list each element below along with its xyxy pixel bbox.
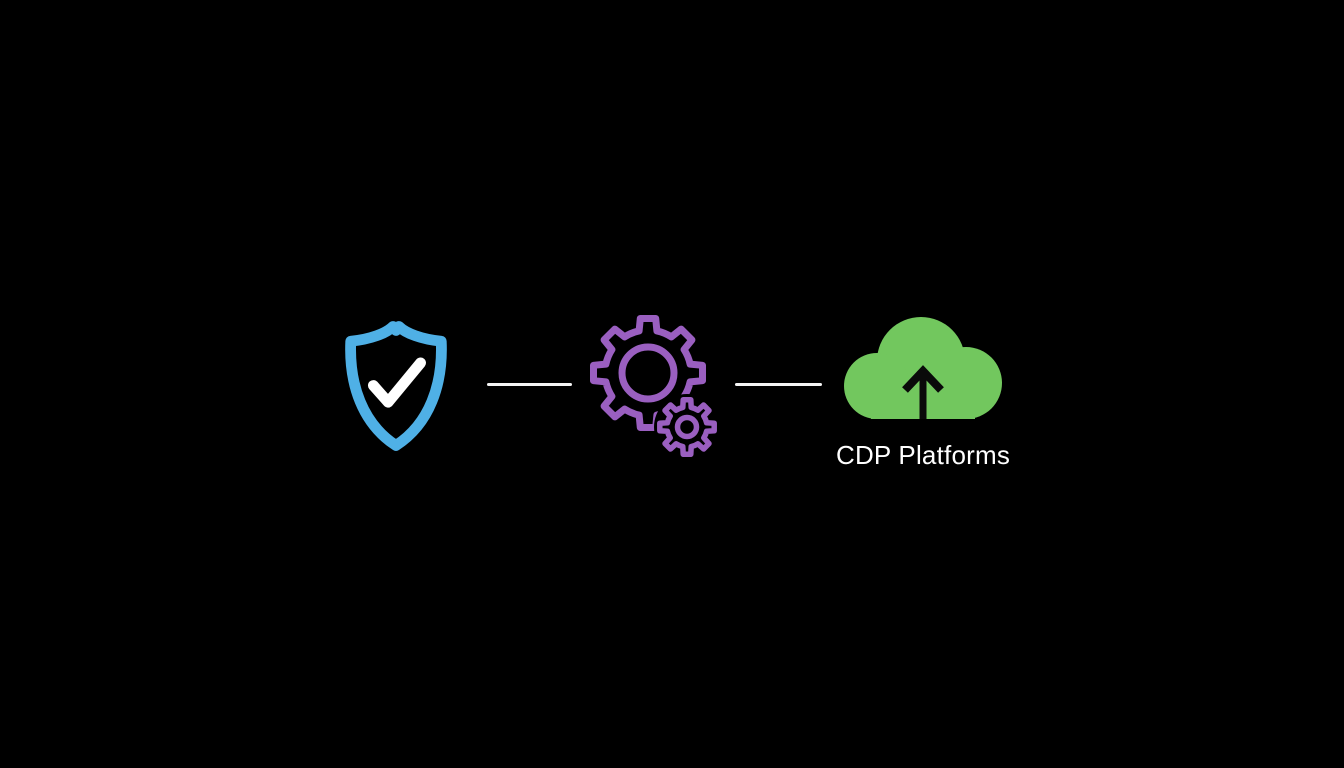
security-shield-node (337, 312, 455, 458)
connector-line (487, 383, 572, 386)
processing-gears-node (582, 305, 722, 461)
shield-check-icon (345, 321, 447, 451)
cloud-node-label: CDP Platforms (835, 440, 1011, 470)
cloud-upload-node (843, 317, 1003, 422)
gears-icon (590, 315, 720, 460)
upload-arrow-icon (902, 365, 944, 419)
cloud-upload-icon (844, 317, 1002, 419)
connector-line (735, 383, 822, 386)
